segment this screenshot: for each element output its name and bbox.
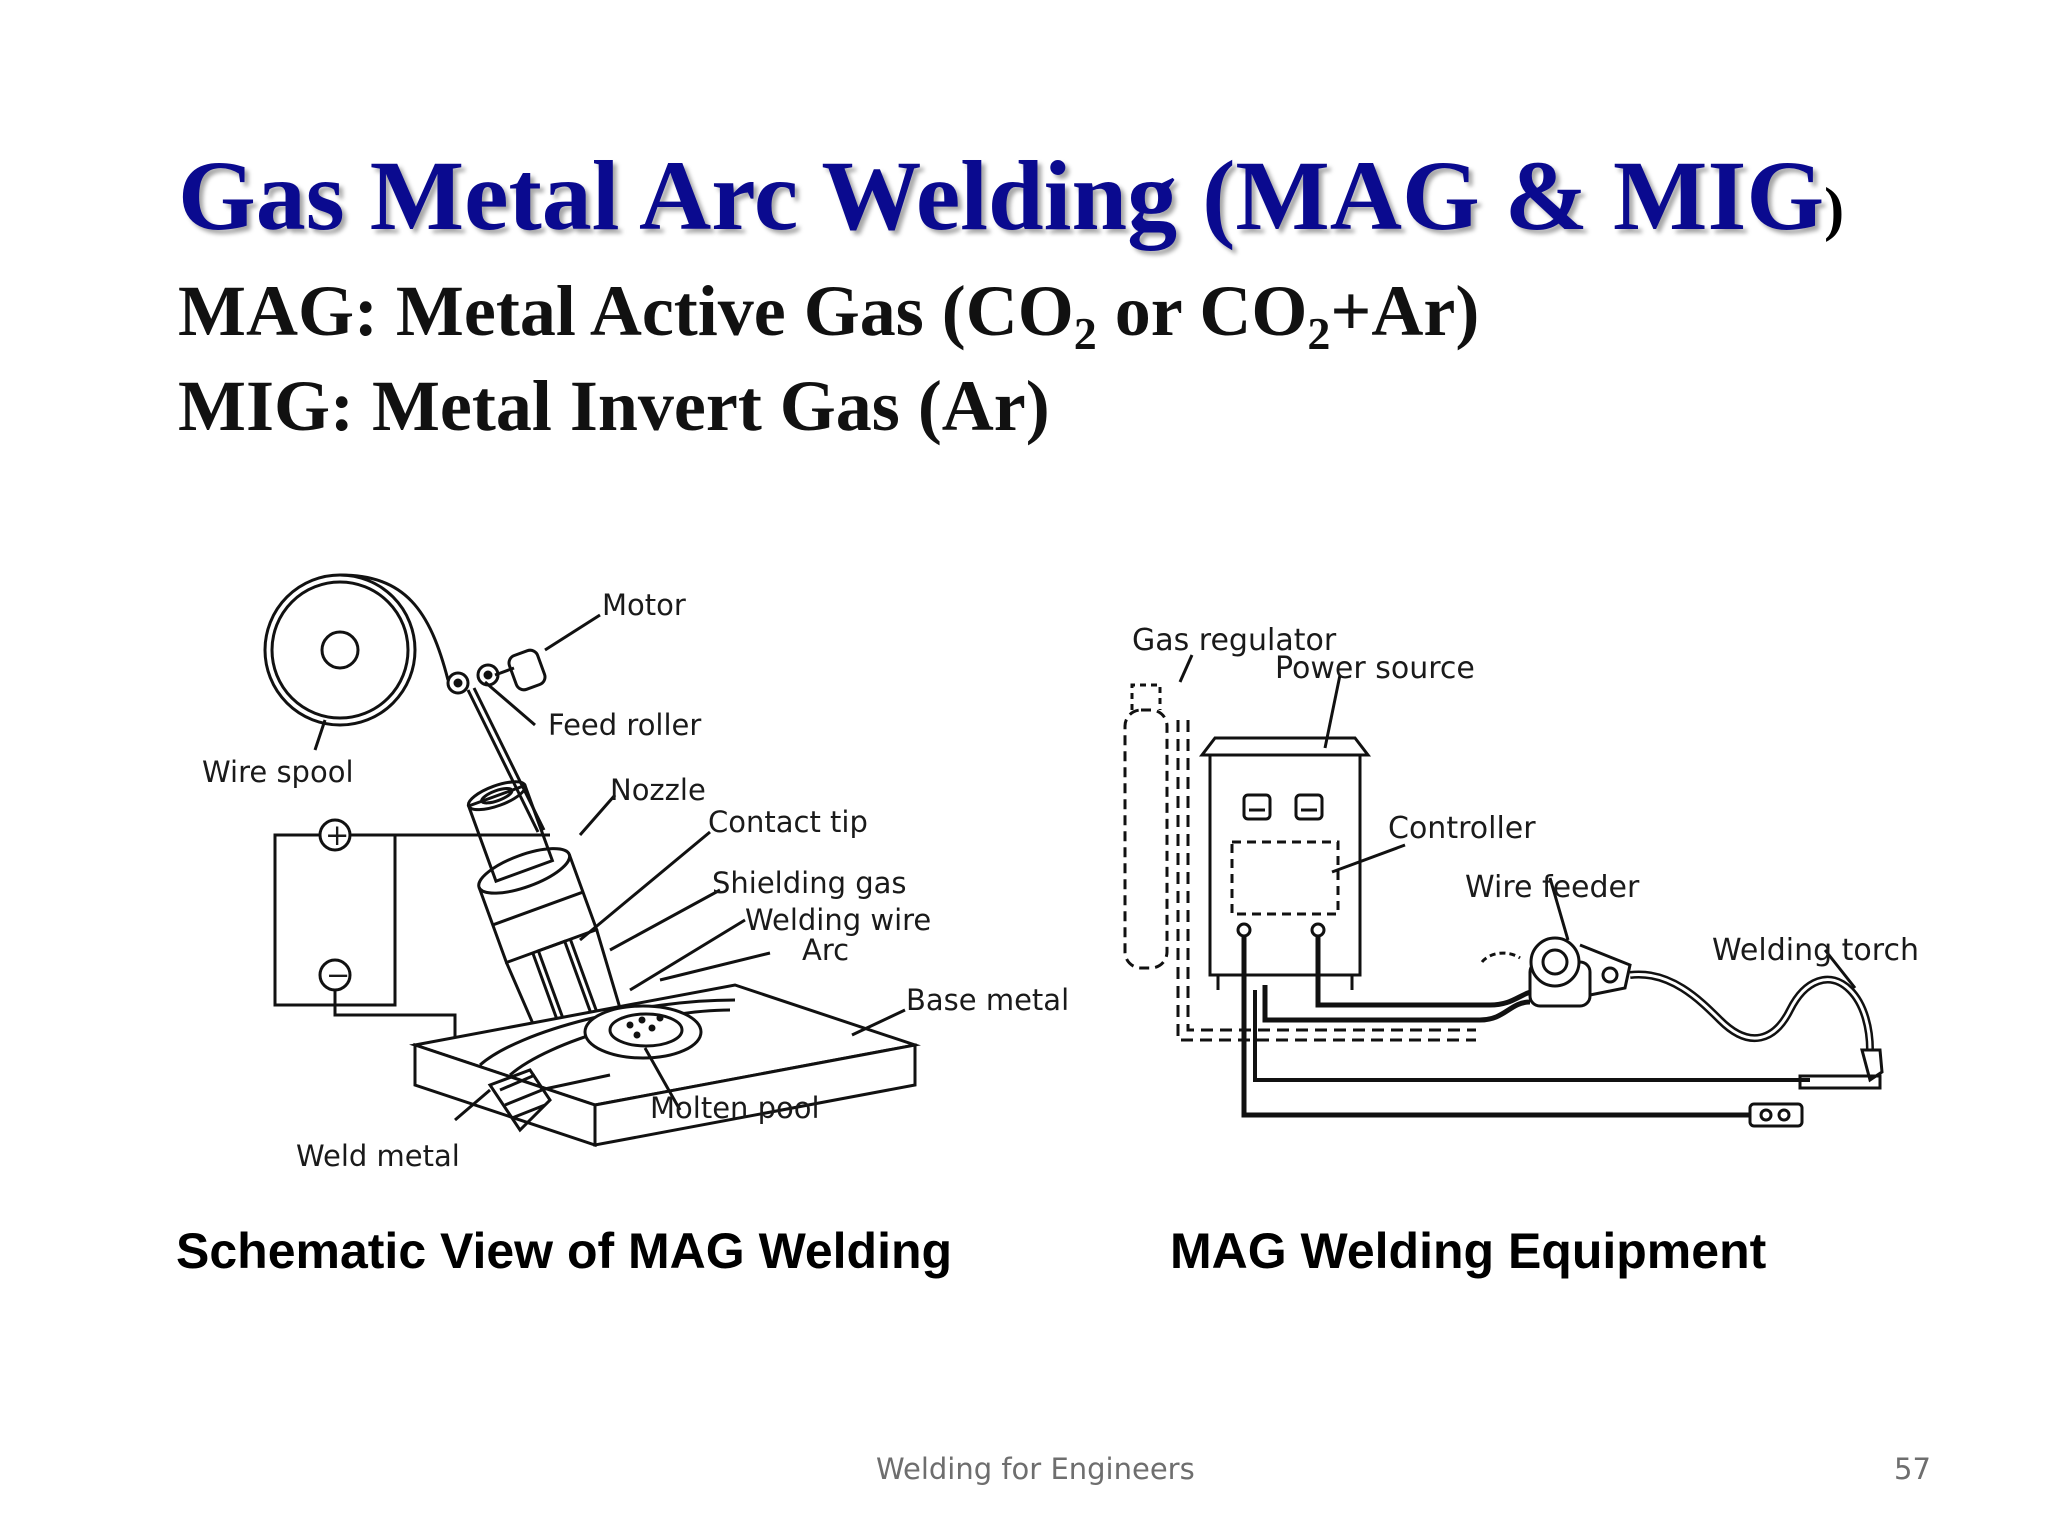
label-power-source: Power source — [1275, 651, 1475, 686]
controller-icon — [1230, 840, 1340, 916]
footer-title: Welding for Engineers — [876, 1452, 1195, 1486]
page-number: 57 — [1894, 1452, 1931, 1486]
title-text: Gas Metal Arc Welding (MAG & MIG — [178, 140, 1825, 251]
label-gas-regulator: Gas regulator — [1132, 623, 1337, 658]
mag-suffix: +Ar) — [1330, 271, 1480, 351]
label-nozzle: Nozzle — [610, 773, 706, 807]
slide-title: Gas Metal Arc Welding (MAG & MIG) — [178, 138, 1844, 253]
title-close-paren: ) — [1824, 176, 1845, 242]
power-source-icon — [1208, 753, 1362, 977]
label-molten-pool: Molten pool — [650, 1091, 820, 1125]
label-motor: Motor — [602, 588, 686, 622]
label-controller: Controller — [1388, 811, 1536, 846]
label-wire-feeder: Wire feeder — [1465, 870, 1640, 905]
mag-mid: or CO — [1096, 271, 1308, 351]
mig-definition: MIG: Metal Invert Gas (Ar) — [178, 366, 1050, 446]
ground-clamp-icon — [1748, 1102, 1804, 1128]
mag-definition: MAG: Metal Active Gas (CO2 or CO2+Ar) — [178, 270, 1479, 360]
wire-spool-icon — [263, 573, 417, 727]
equipment-caption: MAG Welding Equipment — [1170, 1223, 1767, 1279]
label-minus: − — [326, 958, 350, 992]
schematic-caption: Schematic View of MAG Welding — [176, 1223, 953, 1279]
gas-cylinder-icon — [1123, 708, 1169, 970]
mag-schematic-diagram: Motor Feed roller Wire spool Nozzle Cont… — [202, 573, 1069, 1173]
label-welding-torch: Welding torch — [1712, 933, 1919, 968]
label-contact-tip: Contact tip — [708, 805, 868, 839]
label-shielding-gas: Shielding gas — [712, 866, 907, 900]
label-base-metal: Base metal — [906, 983, 1069, 1017]
mag-subscript-2: 2 — [1307, 308, 1331, 359]
label-plus: + — [325, 818, 349, 852]
mag-subscript-1: 2 — [1073, 308, 1097, 359]
feed-roller-icon — [446, 671, 470, 695]
mag-equipment-diagram: Gas regulator Power source Controller Wi… — [1123, 623, 1919, 1128]
torch-body-icon — [466, 783, 555, 884]
label-feed-roller: Feed roller — [548, 708, 701, 742]
label-arc: Arc — [802, 933, 849, 967]
label-weld-metal: Weld metal — [296, 1139, 460, 1173]
welding-torch-icon — [1860, 1048, 1884, 1083]
label-welding-wire: Welding wire — [745, 903, 931, 937]
label-wire-spool: Wire spool — [202, 755, 354, 789]
motor-icon — [507, 648, 547, 692]
mag-prefix: MAG: Metal Active Gas (CO — [178, 271, 1074, 351]
workpiece-icon — [1798, 1074, 1882, 1090]
